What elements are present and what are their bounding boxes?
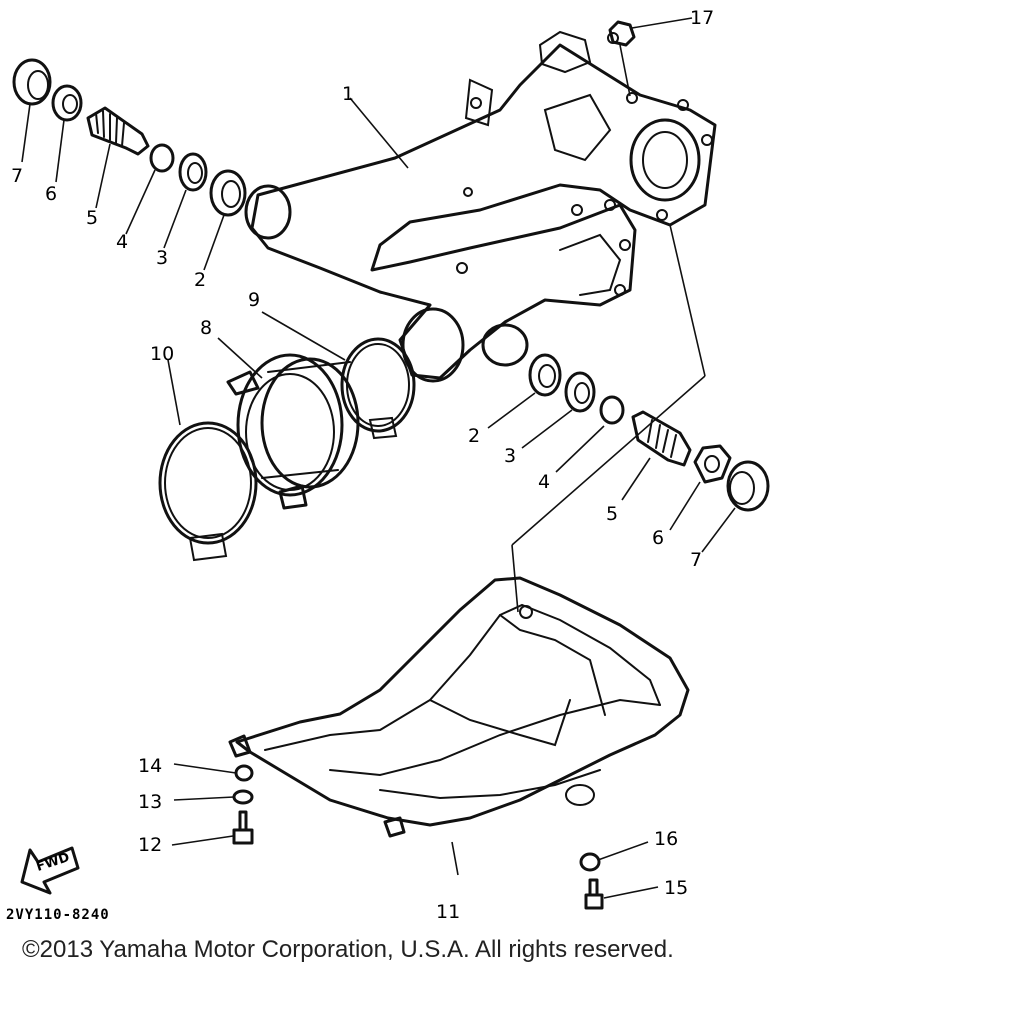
callout-2-left: 2 [194,269,206,291]
callout-6-left: 6 [45,183,57,205]
callout-6-right: 6 [652,527,664,549]
collar-part-6-left [51,84,83,122]
leader-lines [21,17,736,899]
callout-5-right: 5 [606,503,618,525]
fwd-arrow-icon [20,846,80,895]
callout-4-left: 4 [116,231,128,253]
left-pivot-stack [12,58,247,217]
callout-15: 15 [664,877,688,899]
callout-9: 9 [248,289,260,311]
seal-cap-part-7-left [12,58,52,106]
bolt-part-15 [584,878,604,910]
callout-11: 11 [436,901,460,923]
washer-part-16 [579,852,601,872]
callout-7-right: 7 [690,549,702,571]
copyright-notice: ©2013 Yamaha Motor Corporation, U.S.A. A… [22,936,674,963]
clamp-band-part-9 [340,337,416,440]
callout-labels: 1 2 3 4 5 6 7 2 3 4 5 6 7 8 9 10 11 12 1… [11,7,714,923]
right-pivot-stack [528,353,770,512]
skid-plate-part-11 [228,576,690,838]
pivot-shaft-part-5-right [631,410,692,467]
callout-12: 12 [138,834,162,856]
seal-part-3-left [178,152,208,192]
bearing-part-2-left [209,169,247,217]
clamp-band-part-10 [158,421,258,562]
callout-13: 13 [138,791,162,813]
callout-7-left: 7 [11,165,23,187]
swingarm-part-1 [244,30,717,383]
bolt-part-12 [232,810,254,845]
callout-14: 14 [138,755,162,777]
seal-cap-part-7-right [726,460,770,512]
washer-part-13 [232,789,254,805]
seal-part-3-right [564,371,596,413]
bushing-part-4-left [149,143,175,173]
callout-2-right: 2 [468,425,480,447]
callout-10: 10 [150,343,174,365]
callout-3-left: 3 [156,247,168,269]
diagram-code: 2VY110-8240 [6,907,110,923]
callout-16: 16 [654,828,678,850]
callout-3-right: 3 [504,445,516,467]
callout-4-right: 4 [538,471,550,493]
washer-part-14 [234,764,254,782]
collar-part-6-right [693,444,732,484]
callout-17: 17 [690,7,714,29]
callout-8: 8 [200,317,212,339]
boot-part-8 [226,353,360,510]
bushing-part-4-right [599,395,625,425]
nut-part-17 [608,20,636,47]
callout-5-left: 5 [86,207,98,229]
callout-1: 1 [342,83,354,105]
pivot-shaft-part-5-left [86,106,150,156]
bearing-part-2-right [528,353,562,397]
